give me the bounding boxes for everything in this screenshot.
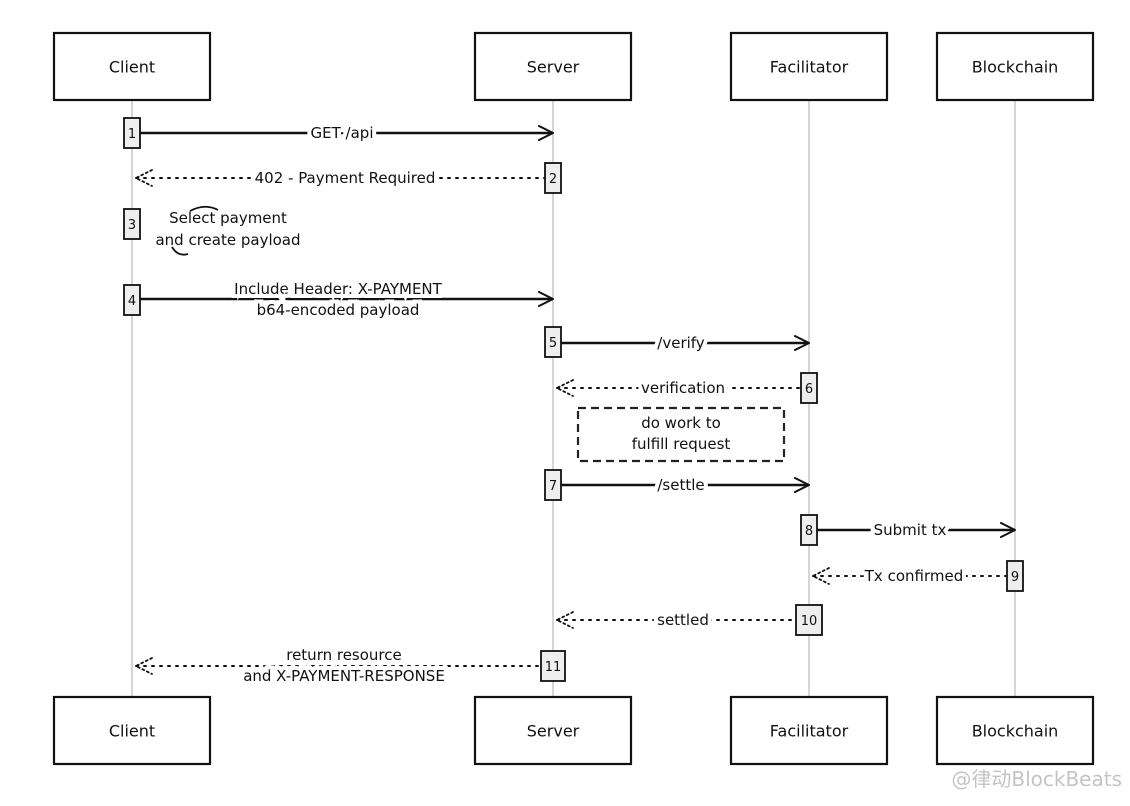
work-note-line-2: fulfill request	[632, 435, 731, 453]
step-5-box	[544, 326, 562, 358]
participant-blockchain-bottom-box	[935, 695, 1095, 766]
participant-blockchain-top-label: Blockchain	[972, 58, 1059, 77]
step-1-label: GET /api	[311, 124, 374, 142]
watermark-text: @律动BlockBeats	[951, 767, 1122, 791]
participant-server-top-label: Server	[527, 58, 580, 77]
participant-server-top-box	[473, 31, 633, 102]
participant-facilitator-bottom-label: Facilitator	[770, 722, 849, 741]
step-7-label: /settle	[657, 476, 704, 494]
step-11-label-1: return resource	[286, 646, 402, 664]
step-3-box	[123, 208, 141, 240]
step-11-label-2: and X-PAYMENT-RESPONSE	[243, 667, 445, 685]
work-note-line-1: do work to	[641, 414, 721, 432]
step-8-number: 8	[805, 524, 813, 539]
step-9-number: 9	[1011, 570, 1019, 585]
step-2-box	[544, 162, 562, 194]
step-2-label: 402 - Payment Required	[255, 169, 436, 187]
participant-blockchain-bottom-label: Blockchain	[972, 722, 1059, 741]
participant-facilitator-bottom-box	[729, 695, 889, 766]
work-note: do work to fulfill request	[576, 406, 786, 463]
step-5-number: 5	[549, 336, 557, 351]
step-9-box	[1006, 560, 1024, 592]
step-3-sketch-mark-bottom	[171, 246, 189, 256]
participant-blockchain-top-box	[935, 31, 1095, 102]
participant-client-top-box	[52, 31, 212, 102]
step-10-number: 10	[801, 614, 818, 629]
step-7-number: 7	[549, 479, 557, 494]
step-8-box	[800, 514, 818, 546]
step-3-number: 3	[128, 218, 136, 233]
step-4-number: 4	[128, 294, 136, 309]
step-4-label-1: Include Header: X-PAYMENT	[234, 280, 442, 298]
step-9-label: Tx confirmed	[864, 567, 963, 585]
work-note-box	[576, 406, 786, 463]
step-10-box	[795, 604, 823, 636]
step-10-label: settled	[657, 611, 709, 629]
step-6-number: 6	[805, 382, 813, 397]
step-4-label-2: b64-encoded payload	[257, 301, 420, 319]
participant-client-bottom-box	[52, 695, 212, 766]
participant-client-bottom-label: Client	[109, 722, 155, 741]
step-4-box	[123, 284, 141, 316]
participant-facilitator-top-box	[729, 31, 889, 102]
step-8-label: Submit tx	[874, 521, 947, 539]
step-2-number: 2	[549, 172, 557, 187]
participant-facilitator-top-label: Facilitator	[770, 58, 849, 77]
step-7-box	[544, 469, 562, 501]
participant-server-bottom-label: Server	[527, 722, 580, 741]
step-3-label-1: Select payment	[169, 209, 287, 227]
participant-client-top-label: Client	[109, 58, 155, 77]
step-3-label-2: and create payload	[155, 231, 300, 249]
step-6-label: verification	[641, 379, 725, 397]
step-5-label: /verify	[657, 334, 705, 352]
step-1-box	[123, 117, 141, 149]
step-1-number: 1	[128, 127, 136, 142]
participant-server-bottom-box	[473, 695, 633, 766]
step-11-number: 11	[545, 660, 562, 675]
step-3-sketch-mark-top	[189, 205, 219, 212]
step-11-box	[540, 650, 566, 682]
step-6-box	[800, 372, 818, 404]
